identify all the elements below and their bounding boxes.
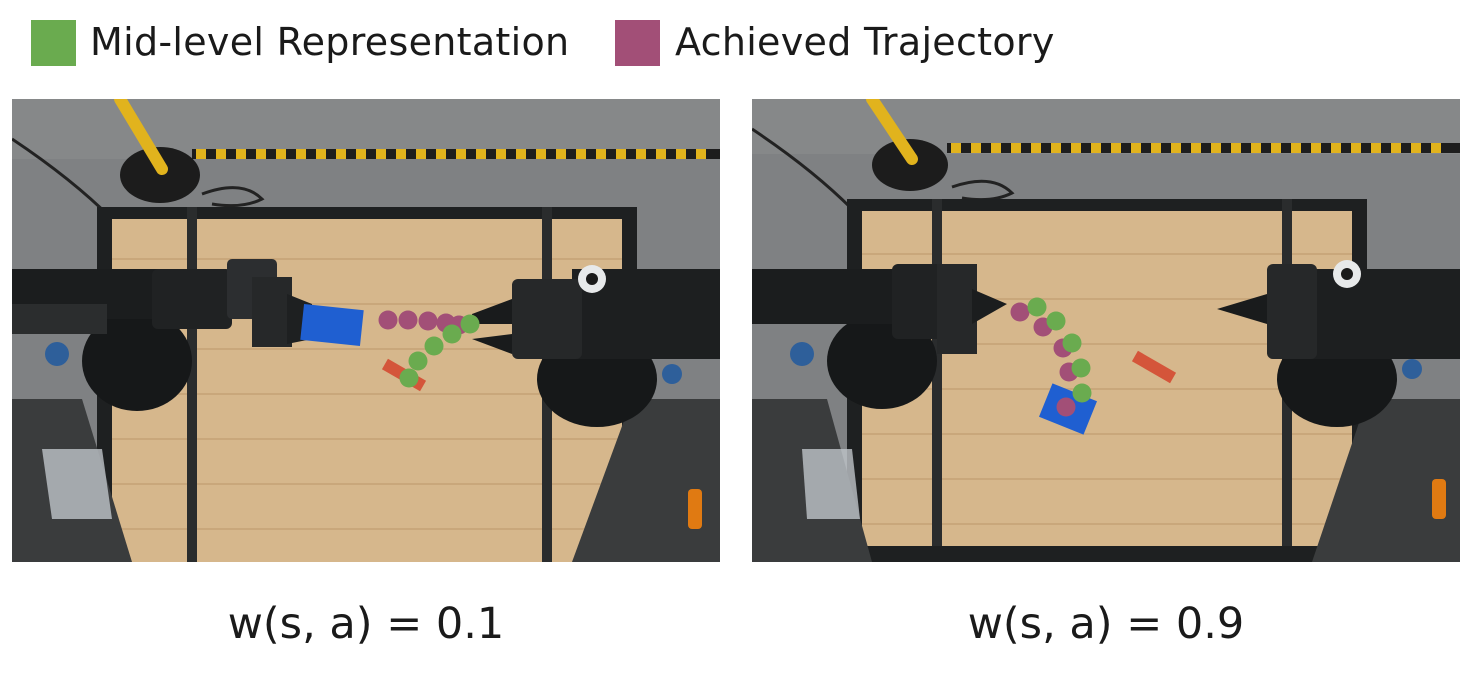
- legend: Mid-level Representation Achieved Trajec…: [0, 0, 1476, 90]
- legend-swatch-achieved: [615, 20, 660, 66]
- legend-label-mid-level: Mid-level Representation: [90, 20, 570, 64]
- caption-right: w(s, a) = 0.9: [967, 599, 1245, 649]
- robot-arm-left: [752, 264, 1007, 409]
- hazard-tape: [192, 149, 720, 159]
- caption-left: w(s, a) = 0.1: [227, 599, 505, 649]
- mid-level-representation: [399, 314, 480, 388]
- legend-label-achieved: Achieved Trajectory: [675, 20, 1055, 64]
- robot-scene-right: [752, 99, 1460, 562]
- red-block: [1131, 350, 1177, 384]
- robot-arm-right: [472, 265, 720, 427]
- hazard-tape: [947, 143, 1460, 153]
- yellow-pole: [866, 99, 948, 191]
- robot-scene-left: [12, 99, 720, 562]
- mid-level-representation: [1027, 297, 1092, 403]
- photo-panel-right: [752, 99, 1460, 562]
- legend-swatch-mid-level: [31, 20, 76, 66]
- blue-block: [300, 303, 364, 347]
- yellow-pole: [114, 99, 200, 203]
- photo-panel-left: [12, 99, 720, 562]
- robot-arm-right: [1217, 260, 1460, 427]
- achieved-trajectory: [1010, 302, 1079, 417]
